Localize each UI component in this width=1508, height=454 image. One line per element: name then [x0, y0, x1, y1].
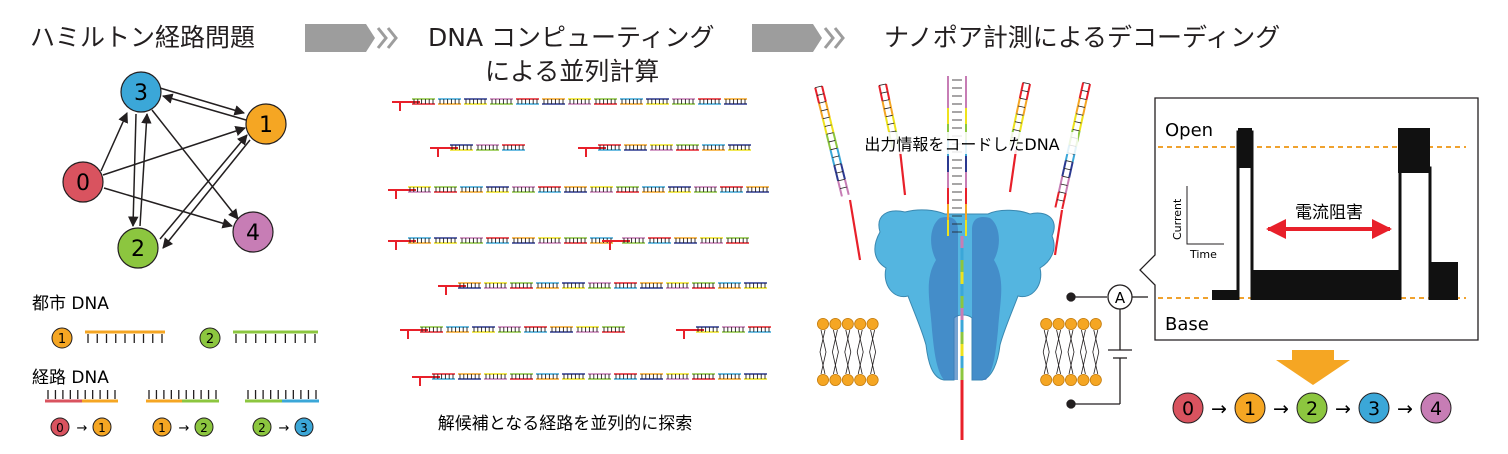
route-dna-0-1: 0 → 1	[45, 390, 118, 437]
graph-node-3-label: 3	[134, 81, 148, 106]
graph-node-1-label: 1	[259, 113, 273, 138]
output-dna-label: 出力情報をコードしたDNA	[864, 135, 1059, 154]
translocating-dna	[947, 76, 967, 440]
svg-text:3: 3	[300, 421, 308, 435]
x-axis-label: Time	[1189, 248, 1217, 261]
graph-edges	[100, 87, 251, 249]
graph-node-4: 4	[232, 211, 274, 253]
dna-strand-pool	[388, 98, 771, 386]
section-arrow-2	[752, 24, 845, 52]
svg-text:→: →	[1397, 398, 1413, 420]
y-axis-label: Current	[1171, 198, 1184, 240]
route-dna-label: 経路 DNA	[32, 368, 109, 388]
graph-node-0: 0	[62, 161, 104, 203]
blockade-label: 電流阻害	[1295, 203, 1363, 223]
result-node-3: 3	[1368, 398, 1380, 420]
result-sequence: 0 → 1 → 2 → 3 → 4	[1172, 392, 1452, 424]
dna-computing-title: DNA コンピューティング	[428, 23, 715, 52]
open-level-label: Open	[1165, 120, 1213, 141]
graph-node-3: 3	[120, 71, 162, 113]
signal-panel	[1139, 97, 1479, 341]
section-arrow-1	[305, 24, 398, 52]
result-node-1: 1	[1244, 398, 1256, 420]
measurement-circuit	[1066, 284, 1148, 409]
svg-text:→: →	[1211, 398, 1227, 420]
decode-arrow	[1276, 350, 1350, 385]
route-dna-1-2: 1 → 2	[146, 390, 219, 437]
svg-text:→: →	[179, 421, 190, 436]
city-dna-label: 都市 DNA	[32, 294, 109, 314]
graph-node-1: 1	[245, 103, 287, 145]
graph-node-4-label: 4	[246, 221, 260, 246]
svg-text:2: 2	[206, 332, 214, 347]
dna-computing-subtitle: による並列計算	[485, 57, 660, 86]
hamilton-title: ハミルトン経路問題	[30, 23, 256, 52]
city-dna-1: 1	[51, 327, 165, 349]
result-node-4: 4	[1430, 398, 1442, 420]
result-node-0: 0	[1182, 398, 1194, 420]
svg-text:1: 1	[58, 332, 66, 347]
graph-node-2: 2	[117, 227, 159, 269]
dna-computing-caption: 解候補となる経路を並列的に探索	[438, 414, 693, 434]
graph-node-0-label: 0	[76, 171, 90, 196]
nanopore-title: ナノポア計測によるデコーディング	[884, 23, 1281, 52]
lipid-membrane	[817, 317, 1102, 386]
ammeter-label: A	[1115, 289, 1126, 307]
graph-node-2-label: 2	[131, 237, 145, 262]
svg-text:→: →	[1335, 398, 1351, 420]
svg-text:→: →	[77, 421, 88, 436]
nanopore-protein	[874, 209, 1055, 381]
city-dna-2: 2	[199, 327, 318, 349]
svg-text:1: 1	[158, 421, 166, 435]
svg-text:2: 2	[200, 421, 208, 435]
base-level-label: Base	[1165, 314, 1209, 335]
svg-text:→: →	[279, 421, 290, 436]
result-node-2: 2	[1306, 398, 1318, 420]
svg-text:2: 2	[258, 421, 266, 435]
route-dna-2-3: 2 → 3	[245, 390, 319, 437]
svg-text:0: 0	[56, 421, 64, 435]
svg-text:1: 1	[98, 421, 106, 435]
svg-text:→: →	[1273, 398, 1289, 420]
